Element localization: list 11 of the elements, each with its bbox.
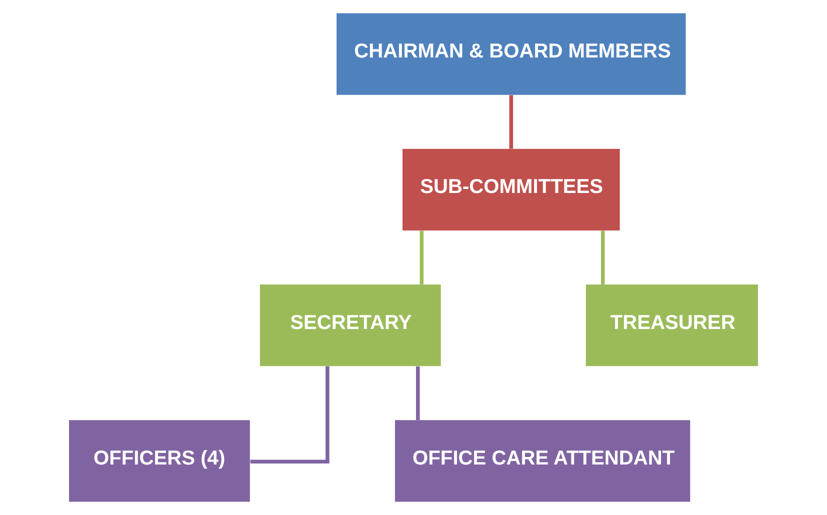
connector bbox=[600, 230, 605, 284]
node-box: OFFICERS (4) bbox=[69, 420, 250, 502]
connector bbox=[250, 366, 330, 464]
node-box: SECRETARY bbox=[260, 284, 441, 366]
node-box: OFFICE CARE ATTENDANT bbox=[394, 420, 690, 502]
node-box: TREASURER bbox=[586, 284, 758, 366]
connector bbox=[420, 230, 424, 284]
connector bbox=[509, 95, 514, 149]
node-box: CHAIRMAN & BOARD MEMBERS bbox=[336, 13, 686, 95]
node-box: SUB-COMMITTEES bbox=[402, 148, 620, 230]
connector bbox=[416, 366, 420, 420]
